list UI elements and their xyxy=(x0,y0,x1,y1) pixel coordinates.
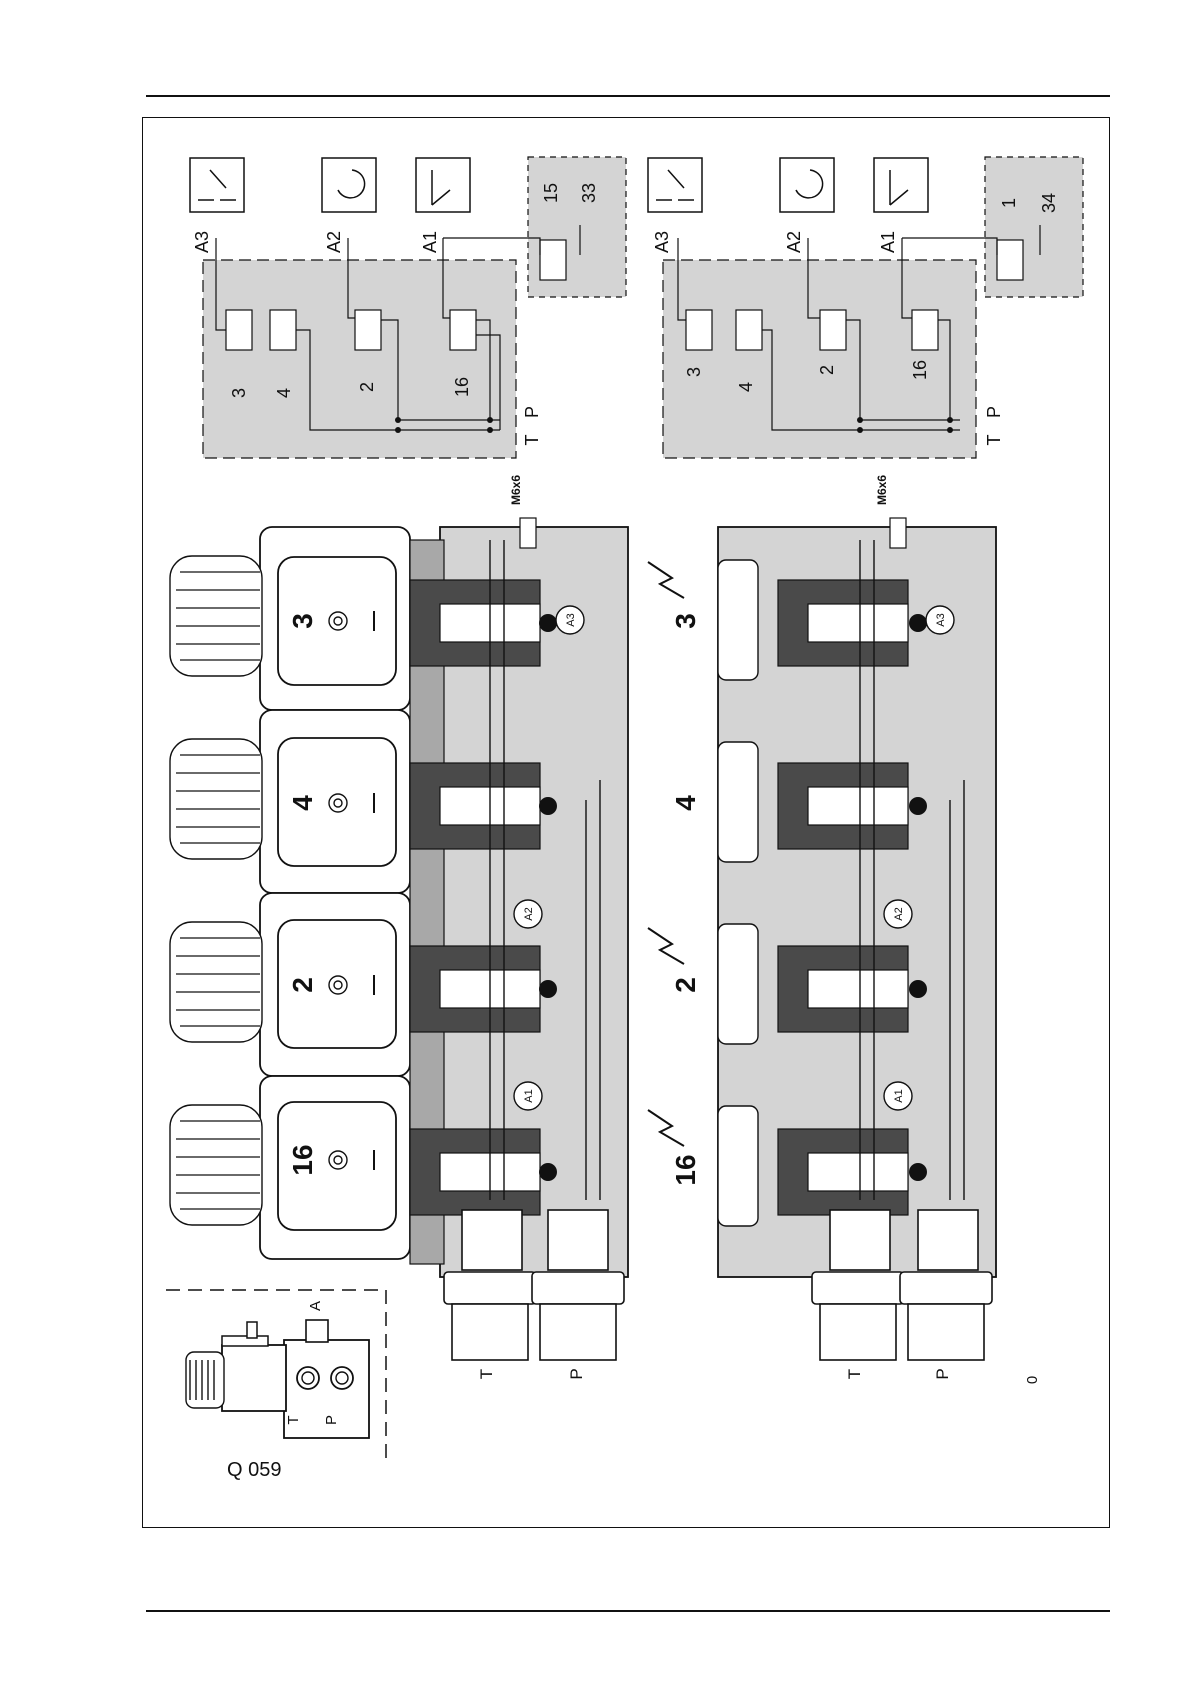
sch-bottom-bus-p: P xyxy=(984,406,1004,418)
sch-bottom-valve-4: 4 xyxy=(736,382,756,392)
sch-top-valve-4: 4 xyxy=(274,388,294,398)
balloon-a2-bottom: A2 xyxy=(893,907,905,920)
outrigger-icon xyxy=(648,158,702,212)
port-p-bottom: P xyxy=(933,1368,952,1379)
schematic-bottom: 3 4 2 16 A3 A2 A1 T P 1 34 xyxy=(652,157,1083,458)
sch-top-bus-t: T xyxy=(522,435,542,446)
valve-number-3-bottom: 3 xyxy=(670,613,701,629)
valve-number-4-bottom: 4 xyxy=(670,795,701,811)
bottom-valve-bank xyxy=(648,518,996,1360)
balloon-a1-bottom: A1 xyxy=(893,1089,905,1102)
balloon-a3-top: A3 xyxy=(565,613,577,626)
sch-bottom-valve-2: 2 xyxy=(817,365,837,375)
sch-bottom-aux-valve: 1 xyxy=(999,198,1019,208)
sch-bottom-actuator: 34 xyxy=(1039,193,1059,213)
sch-bottom-out-a1: A1 xyxy=(878,231,898,253)
sch-bottom-out-a3: A3 xyxy=(652,231,672,253)
operator-lever-icon xyxy=(416,158,470,212)
valve-number-2-bottom: 2 xyxy=(670,977,701,993)
inset-port-t: T xyxy=(285,1415,302,1424)
figure-code: Q 059 xyxy=(227,1459,281,1481)
inset-port-a: A xyxy=(307,1301,324,1311)
operator-lever-icon xyxy=(874,158,928,212)
sch-top-actuator: 33 xyxy=(579,183,599,203)
sch-top-out-a3: A3 xyxy=(192,231,212,253)
inset-sketch: T P A xyxy=(166,1290,386,1460)
sch-top-valve-3: 3 xyxy=(229,388,249,398)
corner-mark: 0 xyxy=(1024,1376,1041,1384)
sch-top-bus-p: P xyxy=(522,406,542,418)
valve-number-16-top: 16 xyxy=(287,1144,318,1175)
valve-number-3-top: 3 xyxy=(287,613,318,629)
valve-number-4-top: 4 xyxy=(287,795,318,811)
top-valve-bank xyxy=(170,518,628,1360)
outrigger-icon xyxy=(190,158,244,212)
sch-top-out-a1: A1 xyxy=(420,231,440,253)
thread-label-bottom: M6x6 xyxy=(875,475,889,505)
valve-number-16-bottom: 16 xyxy=(670,1154,701,1185)
sch-bottom-valve-16: 16 xyxy=(910,360,930,380)
balloon-a3-bottom: A3 xyxy=(935,613,947,626)
port-t-top: T xyxy=(477,1369,496,1379)
sch-top-valve-2: 2 xyxy=(357,382,377,392)
sch-top-aux-valve: 15 xyxy=(541,183,561,203)
port-t-bottom: T xyxy=(845,1369,864,1379)
schematic-top: 3 4 2 16 A3 A2 A1 T P 15 33 xyxy=(192,157,626,458)
sch-bottom-bus-t: T xyxy=(984,435,1004,446)
sch-bottom-valve-3: 3 xyxy=(684,367,704,377)
slew-rotation-icon xyxy=(322,158,376,212)
slew-rotation-icon xyxy=(780,158,834,212)
port-p-top: P xyxy=(567,1368,586,1379)
balloon-a1-top: A1 xyxy=(523,1089,535,1102)
balloon-a2-top: A2 xyxy=(523,907,535,920)
sch-top-valve-16: 16 xyxy=(452,377,472,397)
valve-number-2-top: 2 xyxy=(287,977,318,993)
inset-port-p: P xyxy=(323,1415,340,1425)
thread-label-top: M6x6 xyxy=(509,475,523,505)
sch-bottom-out-a2: A2 xyxy=(784,231,804,253)
sch-top-out-a2: A2 xyxy=(324,231,344,253)
